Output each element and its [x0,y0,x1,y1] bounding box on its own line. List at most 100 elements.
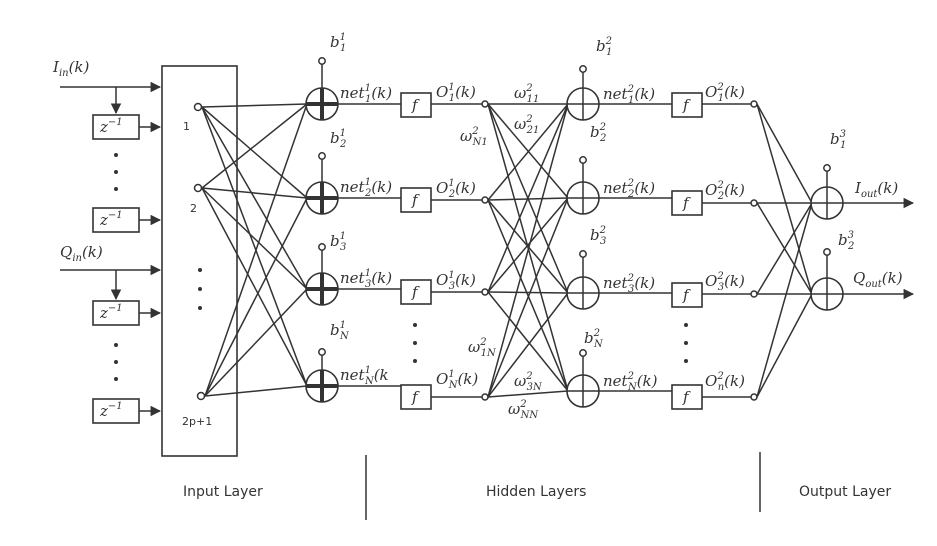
ellipsis-dot [413,341,417,345]
caption-input-layer: Input Layer [183,484,263,500]
ellipsis-dot [114,170,118,174]
activation-box-1-2 [400,187,432,213]
ellipsis-dot [684,323,688,327]
activation-label: f [682,96,691,114]
ellipsis-dot [198,287,202,291]
input-node-label-1: 1 [183,120,190,133]
activation-box-2-N [671,384,703,410]
hidden2-out-node-N [750,393,758,401]
ellipsis-dot [684,359,688,363]
i-in-label: Iin(k) [52,58,90,79]
activation-label: f [411,96,420,114]
ellipsis-dot [114,377,118,381]
sum-node-2-3 [566,276,600,310]
activation-box-1-1 [400,92,432,118]
hidden1-out-node-2 [481,196,489,204]
sum-node-3-1 [810,186,844,220]
delay-block-2 [92,207,140,233]
ellipsis-dot [114,343,118,347]
ellipsis-dot [198,268,202,272]
activation-label: f [411,283,420,301]
sum-node-1-3 [305,272,339,306]
activation-box-2-1 [671,92,703,118]
input-layer-box [161,65,238,457]
activation-label: f [411,388,420,406]
delay-label-3: z−1 [99,303,123,322]
sum-node-1-1 [305,87,339,121]
activation-box-1-3 [400,279,432,305]
ellipsis-dot [413,359,417,363]
q-out-label: Qout(k) [853,269,903,290]
ellipsis-dot [114,153,118,157]
layer-captions: Input Layer Hidden Layers Output Layer [183,452,891,520]
activation-label: f [682,388,691,406]
activation-label: f [682,286,691,304]
hidden2-to-output-connections [756,103,813,398]
delay-label-2: z−1 [99,210,123,229]
sum-node-1-2 [305,181,339,215]
activation-box-2-2 [671,190,703,216]
input-node-2p1 [196,391,206,401]
caption-hidden-layers: Hidden Layers [486,484,586,500]
delay-label-1: z−1 [99,117,123,136]
hidden2-out-node-2 [750,199,758,207]
input-to-hidden1-connections [201,103,308,397]
ellipsis-dot [114,187,118,191]
delay-block-4 [92,398,140,424]
activation-label: f [411,191,420,209]
ellipsis-dot [198,306,202,310]
i-out-label: Iout(k) [854,179,898,200]
input-layer: 1 2 2p+1 [161,65,238,457]
delay-block-3 [92,300,140,326]
input-node-1 [193,102,203,112]
sum-node-2-1 [566,87,600,121]
input-node-label-2: 2 [190,202,197,215]
ellipsis-dot [413,323,417,327]
hidden1-out-node-N [481,393,489,401]
caption-output-layer: Output Layer [799,484,891,500]
hidden1-out-node-1 [481,100,489,108]
sum-node-2-2 [566,181,600,215]
q-in-label: Qin(k) [60,243,103,264]
sum-node-3-2 [810,277,844,311]
